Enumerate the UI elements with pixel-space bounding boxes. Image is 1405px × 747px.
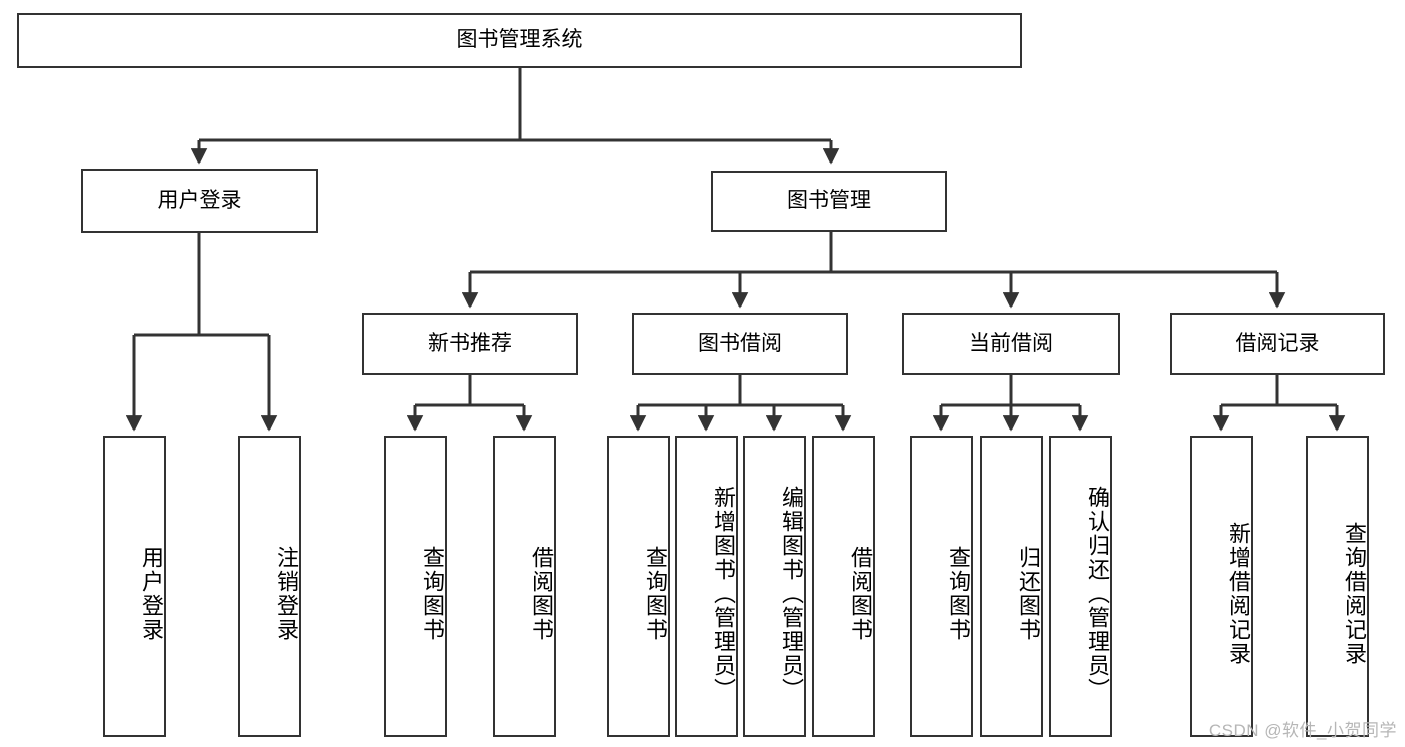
- node-book-borrow-label: 图书借阅: [698, 331, 782, 355]
- leaf-new-book-2[interactable]: 借阅图书: [493, 436, 556, 737]
- leaf-current-borrow-3-label: 确认归还（管理员）: [1085, 485, 1110, 702]
- leaf-book-borrow-1[interactable]: 查询图书: [607, 436, 670, 737]
- leaf-borrow-record-2[interactable]: 查询借阅记录: [1306, 436, 1369, 737]
- node-current-borrow[interactable]: 当前借阅: [902, 313, 1120, 375]
- leaf-book-borrow-3[interactable]: 编辑图书（管理员）: [743, 436, 806, 737]
- node-new-book-recommend[interactable]: 新书推荐: [362, 313, 578, 375]
- leaf-current-borrow-2-label: 归还图书: [1016, 545, 1041, 642]
- node-current-borrow-label: 当前借阅: [969, 331, 1053, 355]
- leaf-current-borrow-3[interactable]: 确认归还（管理员）: [1049, 436, 1112, 737]
- leaf-current-borrow-2[interactable]: 归还图书: [980, 436, 1043, 737]
- node-book-borrow[interactable]: 图书借阅: [632, 313, 848, 375]
- leaf-borrow-record-1[interactable]: 新增借阅记录: [1190, 436, 1253, 737]
- node-book-manage[interactable]: 图书管理: [711, 171, 947, 232]
- leaf-user-login-2-label: 注销登录: [274, 545, 299, 642]
- leaf-borrow-record-2-label: 查询借阅记录: [1342, 521, 1367, 666]
- leaf-book-borrow-1-label: 查询图书: [643, 545, 668, 642]
- leaf-book-borrow-2-label: 新增图书（管理员）: [711, 485, 736, 702]
- node-borrow-record[interactable]: 借阅记录: [1170, 313, 1385, 375]
- node-new-book-recommend-label: 新书推荐: [428, 331, 512, 355]
- leaf-book-borrow-2[interactable]: 新增图书（管理员）: [675, 436, 738, 737]
- leaf-book-borrow-4-label: 借阅图书: [848, 545, 873, 642]
- watermark: CSDN @软件_小贺同学: [1208, 721, 1397, 740]
- leaf-borrow-record-1-label: 新增借阅记录: [1226, 521, 1251, 666]
- leaf-new-book-1-label: 查询图书: [420, 545, 445, 642]
- node-root[interactable]: 图书管理系统: [17, 13, 1022, 68]
- leaf-current-borrow-1-label: 查询图书: [946, 545, 971, 642]
- leaf-user-login-1[interactable]: 用户登录: [103, 436, 166, 737]
- leaf-book-borrow-4[interactable]: 借阅图书: [812, 436, 875, 737]
- leaf-new-book-1[interactable]: 查询图书: [384, 436, 447, 737]
- node-user-login-label: 用户登录: [157, 188, 242, 212]
- leaf-book-borrow-3-label: 编辑图书（管理员）: [779, 485, 804, 702]
- node-user-login[interactable]: 用户登录: [81, 169, 318, 233]
- leaf-current-borrow-1[interactable]: 查询图书: [910, 436, 973, 737]
- node-borrow-record-label: 借阅记录: [1235, 331, 1320, 355]
- leaf-user-login-2[interactable]: 注销登录: [238, 436, 301, 737]
- node-book-manage-label: 图书管理: [787, 189, 871, 213]
- node-root-label: 图书管理系统: [456, 28, 583, 52]
- leaf-user-login-1-label: 用户登录: [139, 545, 164, 642]
- leaf-new-book-2-label: 借阅图书: [529, 545, 554, 642]
